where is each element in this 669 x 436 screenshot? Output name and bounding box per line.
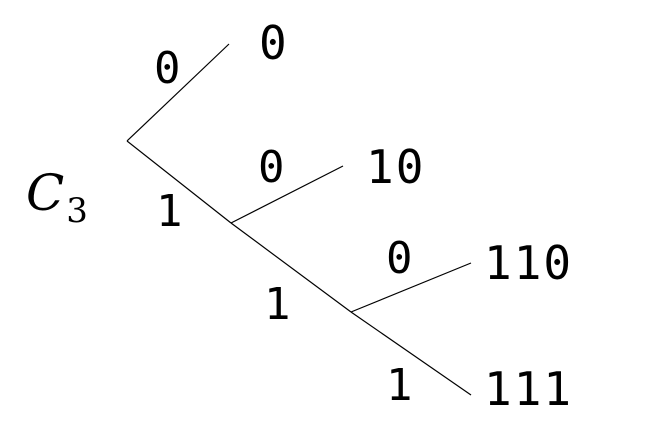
leaf-codeword-110: 110 bbox=[484, 236, 574, 290]
code-name-label: C3 bbox=[26, 168, 88, 228]
edge-node-1-to-node-11 bbox=[230, 222, 352, 313]
edge-label-node11-0: 0 bbox=[386, 233, 413, 284]
edge-label-root-0: 0 bbox=[154, 43, 181, 94]
edge-label-node11-1: 1 bbox=[386, 360, 413, 411]
edge-node-11-to-leaf-111 bbox=[350, 311, 472, 396]
code-name-letter: C bbox=[26, 164, 65, 222]
edge-label-node1-1: 1 bbox=[264, 279, 291, 330]
edge-node-11-to-leaf-110 bbox=[350, 262, 472, 313]
leaf-codeword-10: 10 bbox=[366, 140, 426, 194]
edge-root-to-leaf-0 bbox=[126, 43, 230, 142]
leaf-codeword-111: 111 bbox=[484, 362, 574, 416]
edge-label-root-1: 1 bbox=[156, 186, 183, 237]
edge-label-node1-0: 0 bbox=[258, 142, 285, 193]
edge-root-to-node-1 bbox=[126, 140, 232, 224]
leaf-codeword-0: 0 bbox=[259, 16, 289, 70]
edge-node-1-to-leaf-10 bbox=[230, 165, 344, 224]
code-name-subscript: 3 bbox=[66, 191, 88, 231]
